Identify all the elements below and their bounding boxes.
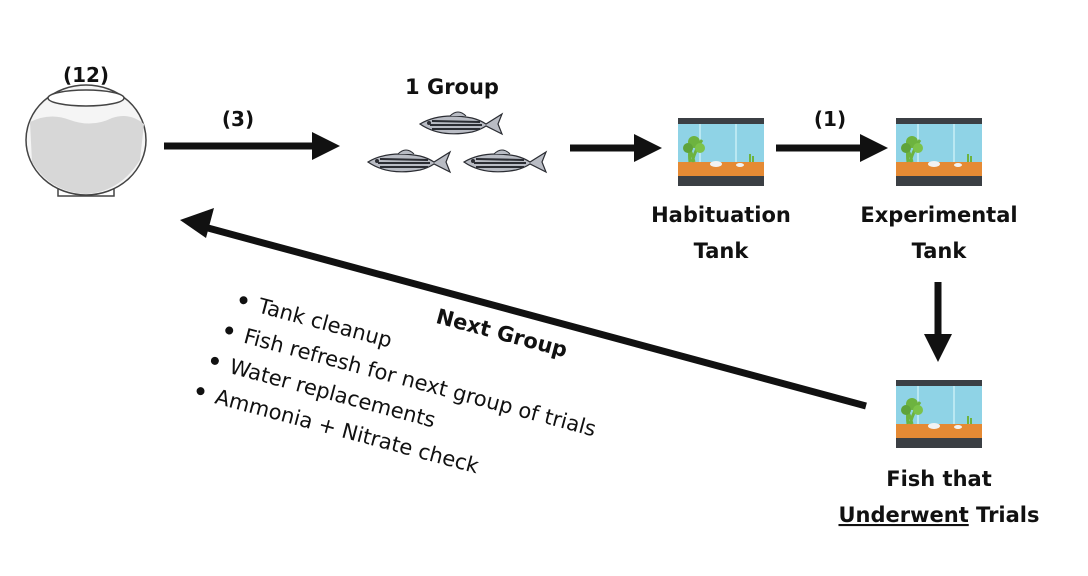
- arrow-habituation-to-experimental: [776, 134, 888, 162]
- habituation-tank-icon: [676, 116, 766, 188]
- transfer-count-label-3: (3): [222, 107, 254, 131]
- bullet-4: [196, 387, 205, 396]
- bowl-count-label: (12): [63, 63, 109, 87]
- next-group-label: Next Group: [434, 304, 570, 362]
- bullet-3: [210, 356, 219, 365]
- transfer-count-label-1: (1): [814, 107, 846, 131]
- habituation-tank-label-line1: Habituation: [651, 203, 791, 227]
- post-trial-label-underlined: Underwent: [838, 503, 968, 527]
- zebrafish-icon: [367, 111, 547, 173]
- post-trial-tank-icon: [894, 378, 984, 450]
- post-trial-label-rest: Trials: [969, 503, 1040, 527]
- arrow-experimental-to-posttrial: [924, 282, 952, 362]
- fishbowl-icon: [25, 84, 147, 197]
- experimental-tank-icon: [894, 116, 984, 188]
- experimental-tank-label-line1: Experimental: [860, 203, 1017, 227]
- habituation-tank-label-line2: Tank: [694, 239, 750, 263]
- experimental-tank-label-line2: Tank: [912, 239, 968, 263]
- post-trial-label-line2: Underwent Trials: [838, 503, 1039, 527]
- arrow-bowl-to-group: [164, 132, 340, 160]
- bullet-2: [225, 326, 234, 335]
- group-label: 1 Group: [405, 75, 499, 99]
- post-trial-label-line1: Fish that: [886, 467, 992, 491]
- bullet-1: [239, 296, 248, 305]
- arrow-group-to-habituation: [570, 134, 662, 162]
- arrow-return-next-group: [180, 208, 867, 410]
